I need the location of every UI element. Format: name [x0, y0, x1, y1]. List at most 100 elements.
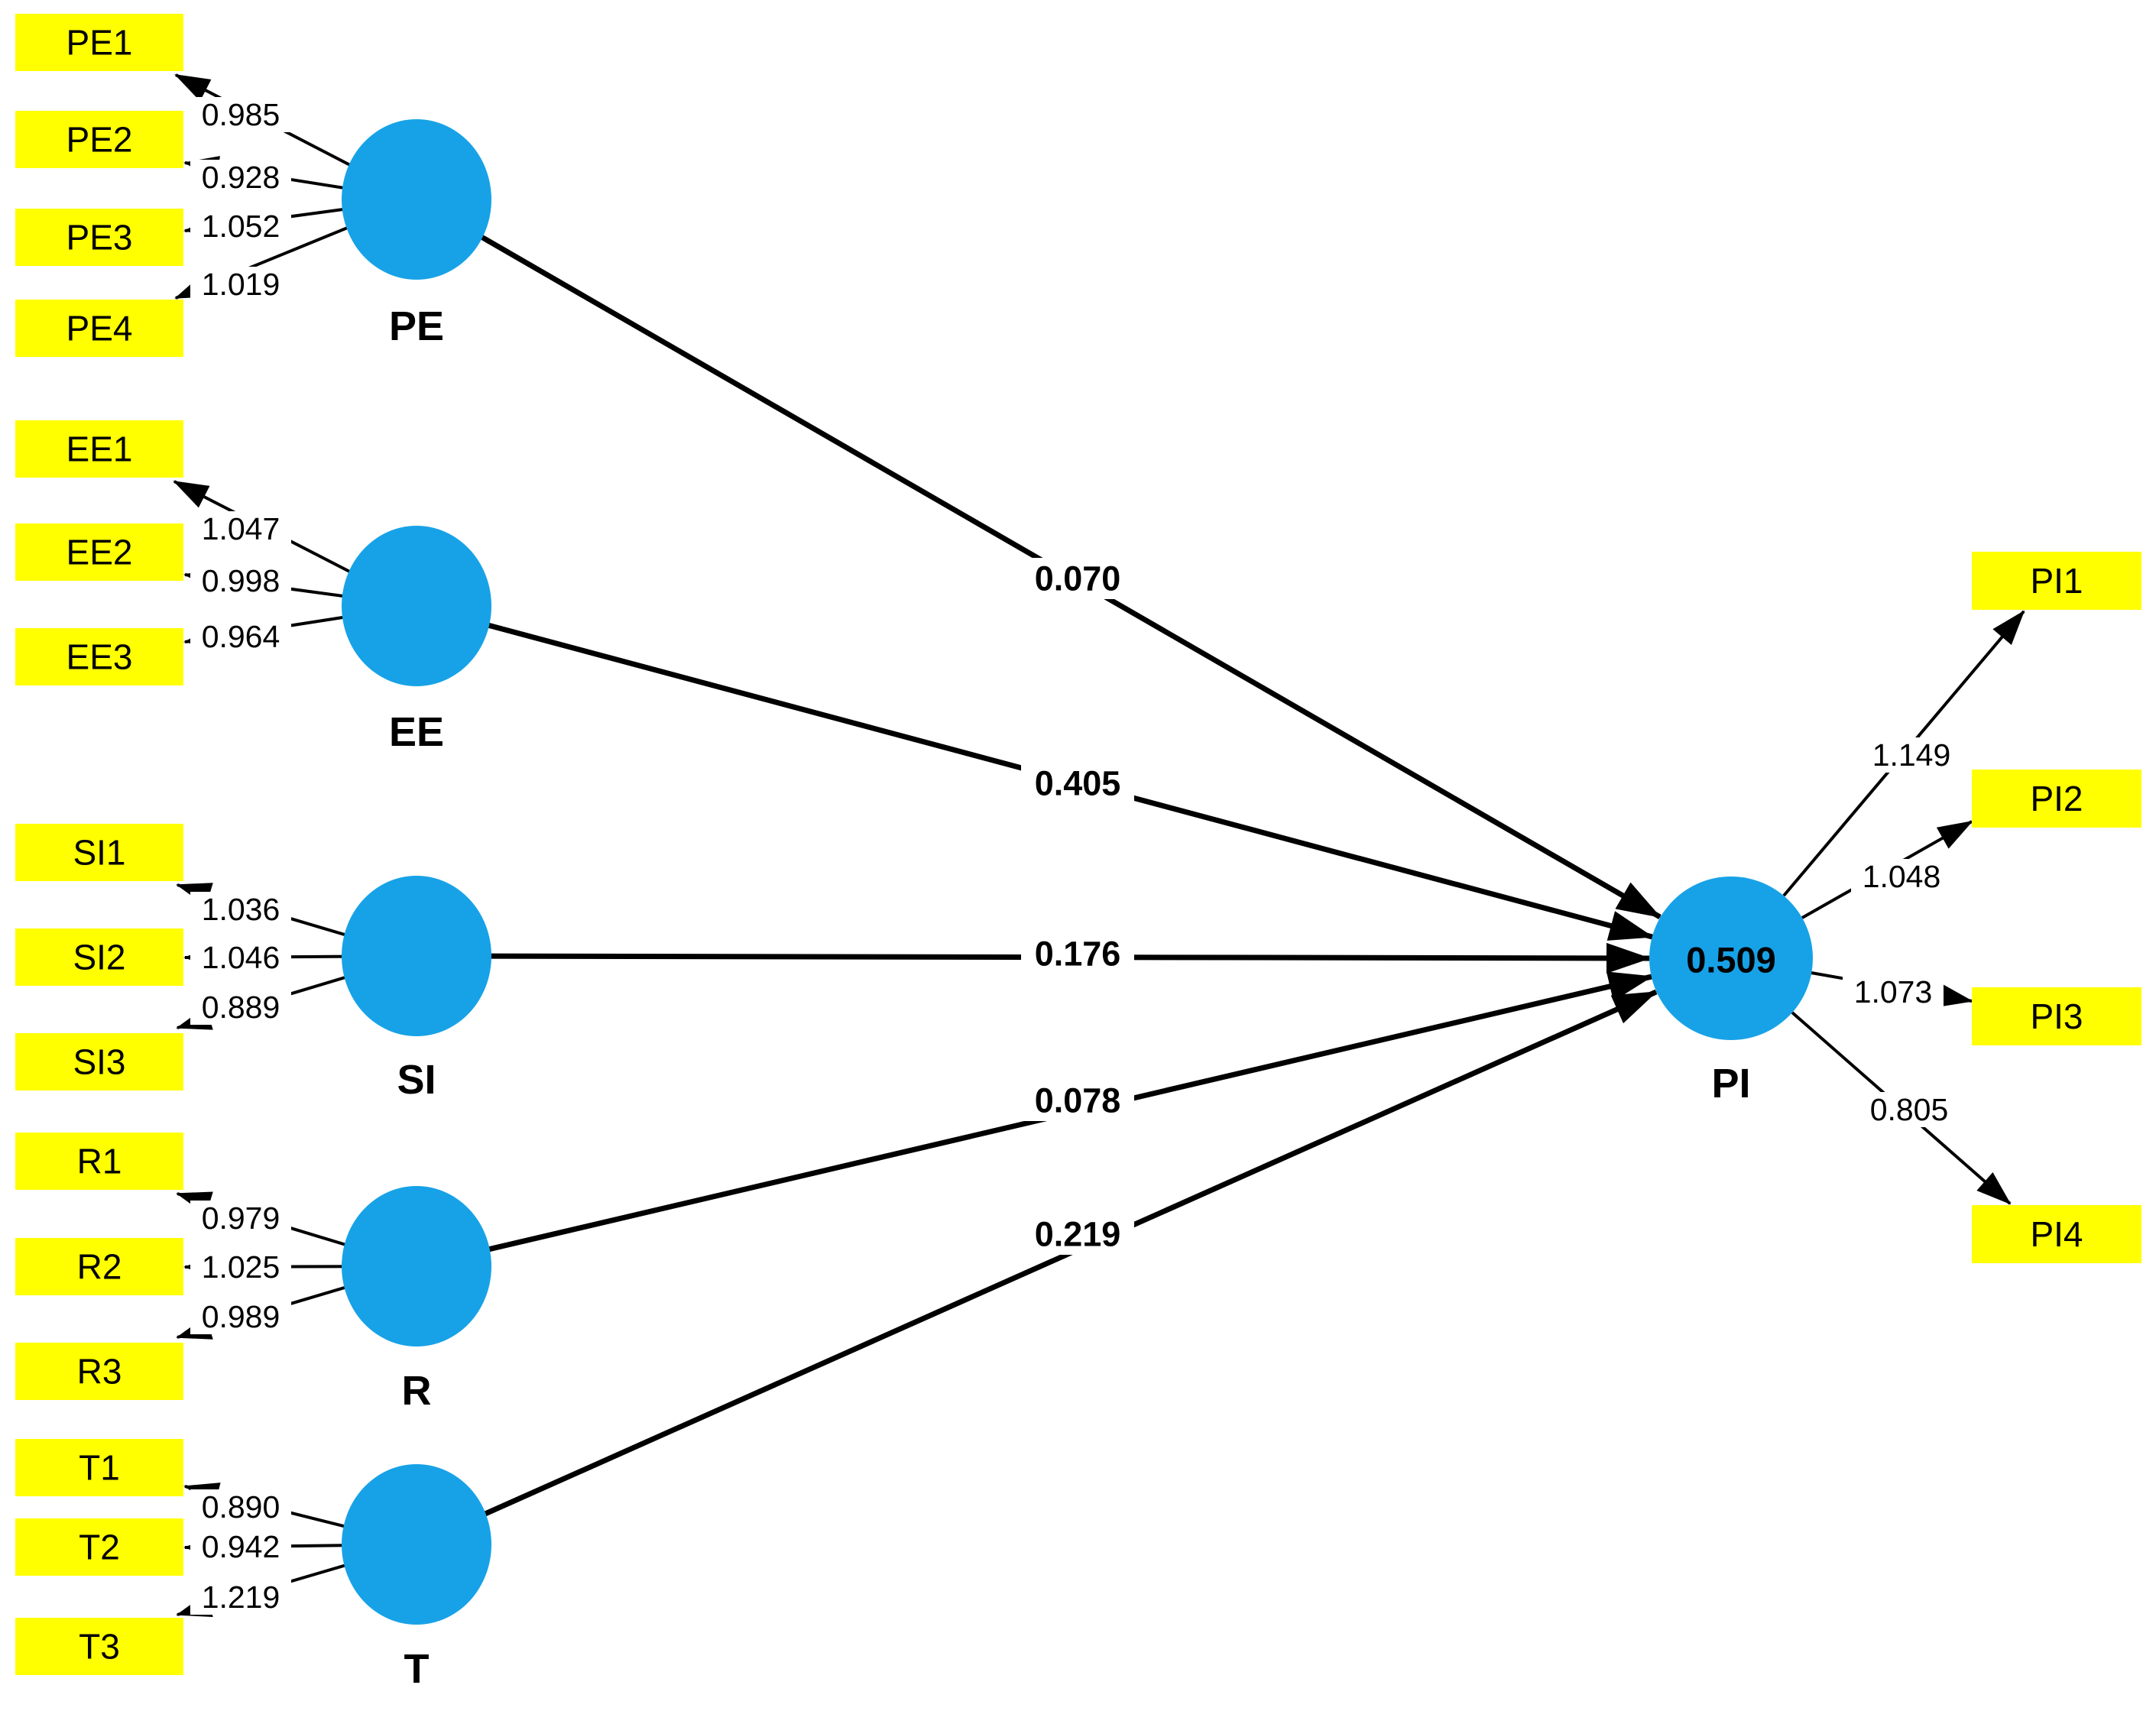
loading-label-PI4-bg [1859, 1092, 1960, 1127]
indicator-box-label-T3: T3 [79, 1627, 120, 1667]
indicator-box-PE2[interactable] [15, 111, 183, 168]
construct-circle-PE[interactable] [342, 119, 491, 280]
loading-label-R1: 0.979 [202, 1201, 280, 1236]
path-arrow-R-PI [416, 971, 1653, 1269]
indicator-box-label-EE1: EE1 [66, 429, 133, 469]
loading-label-R2-bg [190, 1249, 291, 1285]
indicator-box-label-PI4: PI4 [2030, 1214, 2083, 1254]
construct-circle-R[interactable] [342, 1186, 491, 1346]
loading-label-PI1: 1.149 [1872, 737, 1951, 773]
loading-label-SI3: 0.889 [202, 990, 280, 1025]
indicator-box-SI3[interactable] [15, 1033, 183, 1090]
indicator-box-label-PI2: PI2 [2030, 779, 2083, 818]
path-coefficient-label-EE-PI: 0.405 [1035, 764, 1121, 803]
path-coefficient-label-SI-PI: 0.176 [1035, 935, 1121, 974]
indicator-box-label-EE2: EE2 [66, 533, 133, 572]
indicator-box-label-R2: R2 [77, 1247, 122, 1287]
indicator-box-label-SI3: SI3 [73, 1042, 125, 1082]
arrow-layer [173, 73, 2025, 1617]
loading-label-R1-bg [190, 1201, 291, 1236]
indicator-box-T3[interactable] [15, 1618, 183, 1675]
loading-label-PE2: 0.928 [202, 160, 280, 195]
loading-label-T2-bg [190, 1529, 291, 1564]
loading-label-EE3-bg [190, 619, 291, 654]
indicator-box-label-PI3: PI3 [2030, 996, 2083, 1036]
loading-label-SI1: 1.036 [202, 892, 280, 927]
construct-label-T: T [404, 1646, 430, 1692]
loading-label-PI4: 0.805 [1870, 1092, 1949, 1127]
path-coefficient-label-T-PI-bg [1021, 1214, 1134, 1255]
loading-label-R2: 1.025 [202, 1249, 280, 1285]
indicator-box-label-R3: R3 [77, 1352, 122, 1392]
loading-label-SI3-bg [190, 990, 291, 1025]
indicator-box-label-T1: T1 [79, 1448, 120, 1488]
path-coefficient-label-PE-PI: 0.070 [1035, 559, 1121, 598]
construct-circle-PI[interactable] [1649, 877, 1813, 1040]
construct-circle-SI[interactable] [342, 876, 491, 1036]
indicator-box-label-PI1: PI1 [2030, 561, 2083, 601]
loading-label-T3: 1.219 [202, 1580, 280, 1615]
loading-label-EE2: 0.998 [202, 563, 280, 598]
path-coefficient-label-SI-PI-bg [1021, 933, 1134, 974]
indicator-box-PI2[interactable] [1972, 770, 2141, 828]
loading-label-SI2-bg [190, 940, 291, 975]
loading-label-PI1-bg [1861, 737, 1962, 773]
loading-label-R3-bg [190, 1299, 291, 1334]
path-coefficient-label-PE-PI-bg [1021, 558, 1134, 599]
path-coefficient-label-EE-PI-bg [1021, 763, 1134, 804]
indicator-box-PI4[interactable] [1972, 1205, 2141, 1263]
path-coefficient-label-R-PI-bg [1021, 1080, 1134, 1121]
indicator-box-SI2[interactable] [15, 928, 183, 986]
construct-label-SI: SI [397, 1057, 436, 1103]
node-layer [15, 14, 2141, 1675]
loading-label-PE1-bg [190, 97, 291, 132]
loading-label-EE3: 0.964 [202, 619, 280, 654]
indicator-box-SI1[interactable] [15, 824, 183, 881]
loading-label-PI2: 1.048 [1863, 859, 1941, 894]
construct-label-EE: EE [389, 709, 444, 755]
indicator-box-EE3[interactable] [15, 628, 183, 685]
loading-label-R3: 0.989 [202, 1299, 280, 1334]
construct-label-R: R [402, 1368, 432, 1414]
indicator-box-PI3[interactable] [1972, 987, 2141, 1045]
loading-label-PE3-bg [190, 209, 291, 244]
indicator-box-label-T2: T2 [79, 1528, 120, 1567]
path-coefficient-label-R-PI: 0.078 [1035, 1081, 1121, 1120]
indicator-box-R3[interactable] [15, 1343, 183, 1400]
indicator-box-label-PE1: PE1 [66, 23, 133, 63]
indicator-box-label-SI1: SI1 [73, 833, 125, 873]
construct-circle-EE[interactable] [342, 526, 491, 686]
indicator-box-R2[interactable] [15, 1238, 183, 1295]
indicator-box-PE3[interactable] [15, 209, 183, 266]
loading-label-EE1-bg [190, 511, 291, 546]
path-coefficient-label-T-PI: 0.219 [1035, 1215, 1121, 1254]
indicator-box-R1[interactable] [15, 1133, 183, 1190]
loading-label-PI2-bg [1851, 859, 1952, 894]
indicator-box-label-PE2: PE2 [66, 120, 133, 160]
loading-label-SI1-bg [190, 892, 291, 927]
path-arrow-T-PI [415, 989, 1658, 1547]
loading-label-T1: 0.890 [202, 1489, 280, 1525]
indicator-box-EE1[interactable] [15, 420, 183, 478]
indicator-box-EE2[interactable] [15, 523, 183, 581]
construct-label-PE: PE [389, 303, 444, 349]
loading-label-T2: 0.942 [202, 1529, 280, 1564]
loading-label-T1-bg [190, 1489, 291, 1525]
loading-label-PI3: 1.073 [1854, 974, 1933, 1009]
indicator-box-PE4[interactable] [15, 300, 183, 357]
indicator-box-PI1[interactable] [1972, 552, 2141, 610]
indicator-box-T2[interactable] [15, 1518, 183, 1576]
loading-label-EE2-bg [190, 563, 291, 598]
loading-label-SI2: 1.046 [202, 940, 280, 975]
label-layer: PE1PE2PE3PE40.9850.9281.0521.019PEEE1EE2… [66, 23, 2083, 1693]
construct-label-PI: PI [1711, 1061, 1750, 1107]
r-squared-value: 0.509 [1686, 940, 1776, 980]
loading-label-PE3: 1.052 [202, 209, 280, 244]
indicator-box-T1[interactable] [15, 1439, 183, 1496]
construct-circle-T[interactable] [342, 1464, 491, 1625]
indicator-box-PE1[interactable] [15, 14, 183, 71]
indicator-box-label-R1: R1 [77, 1142, 122, 1181]
loading-label-PE2-bg [190, 160, 291, 195]
